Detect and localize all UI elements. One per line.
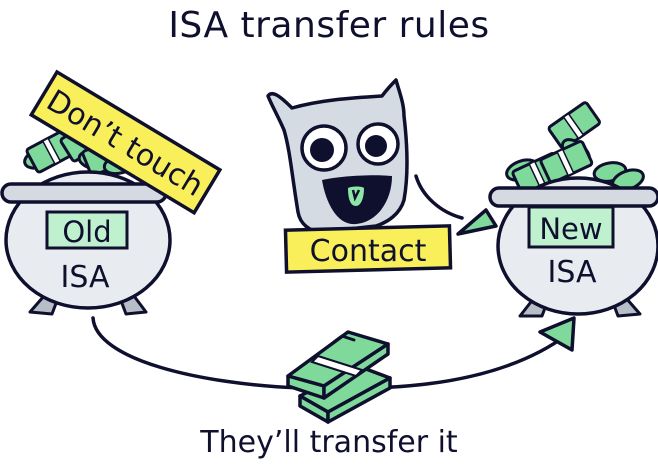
transfer-caption: They’ll transfer it: [200, 425, 458, 460]
new-isa-pot: New ISA: [488, 100, 658, 318]
contact-sign: Contact: [283, 224, 453, 274]
old-tag: [45, 210, 129, 250]
new-tag-label: New: [539, 212, 602, 246]
old-isa-pot: Old ISA: [0, 114, 172, 316]
cash-bundle-icon: [286, 330, 392, 424]
new-isa-label: ISA: [548, 255, 597, 290]
old-isa-label: ISA: [61, 260, 110, 295]
contact-arrow: [414, 174, 498, 236]
old-tag-label: Old: [62, 215, 111, 249]
monster-character-icon: [266, 78, 409, 234]
new-tag: [527, 205, 615, 249]
page-title: ISA transfer rules: [168, 5, 490, 46]
transfer-arrow: [91, 316, 576, 390]
contact-label: Contact: [310, 234, 427, 269]
